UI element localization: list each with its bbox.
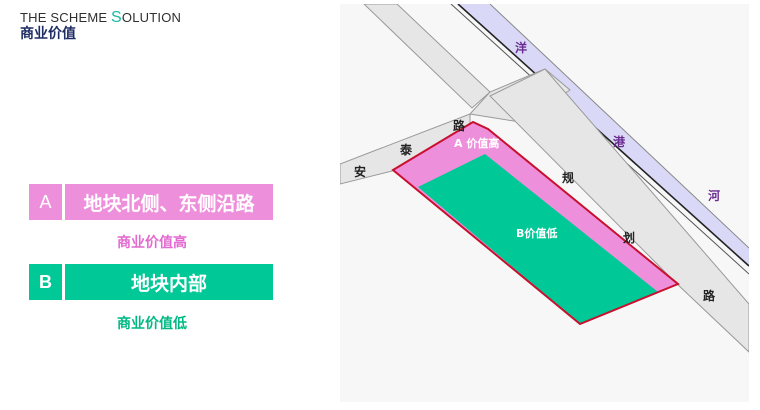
legend-a-letter: A (29, 184, 62, 220)
header: THE SCHEME SOLUTION 商业价值 (20, 10, 181, 43)
legend-b-caption: 商业价值低 (117, 316, 187, 332)
legend-a-caption: 商业价值高 (117, 235, 187, 251)
site-map: 洋 港 河 安 泰 路 规 划 路 A 价值高 B价值低 (340, 4, 749, 402)
legend-a-label: 地块北侧、东侧沿路 (65, 184, 273, 220)
road-planned (489, 68, 749, 353)
header-title: THE SCHEME SOLUTION (20, 9, 182, 26)
legend-item-a: A 地块北侧、东侧沿路 (29, 184, 273, 220)
river-label-char-1: 洋 (515, 40, 527, 55)
road-antai-char-3: 路 (453, 118, 466, 133)
road-antai-char-1: 安 (354, 164, 366, 179)
title-part-2: OLUTION (121, 10, 182, 25)
river-label-char-2: 港 (613, 134, 626, 149)
zone-b-parcel (418, 154, 658, 324)
river-bank-north (489, 4, 749, 249)
title-part-1: THE SCHEME (20, 10, 112, 25)
zone-a-label: A 价值高 (454, 136, 499, 150)
road-planned-char-3: 路 (703, 288, 716, 303)
zone-b-label: B价值低 (516, 226, 557, 240)
header-subtitle: 商业价值 (20, 26, 76, 42)
river-label-char-3: 河 (707, 188, 720, 203)
road-planned-char-2: 划 (623, 230, 635, 245)
road-antai-char-2: 泰 (399, 142, 413, 157)
legend-b-letter: B (29, 264, 62, 300)
site-boundary (391, 120, 680, 326)
legend-b-label: 地块内部 (65, 264, 273, 300)
title-accent-letter: S (111, 9, 122, 26)
river-bank-south (457, 4, 749, 267)
legend-item-b: B 地块内部 (29, 264, 273, 300)
road-planned-char-1: 规 (562, 170, 574, 185)
